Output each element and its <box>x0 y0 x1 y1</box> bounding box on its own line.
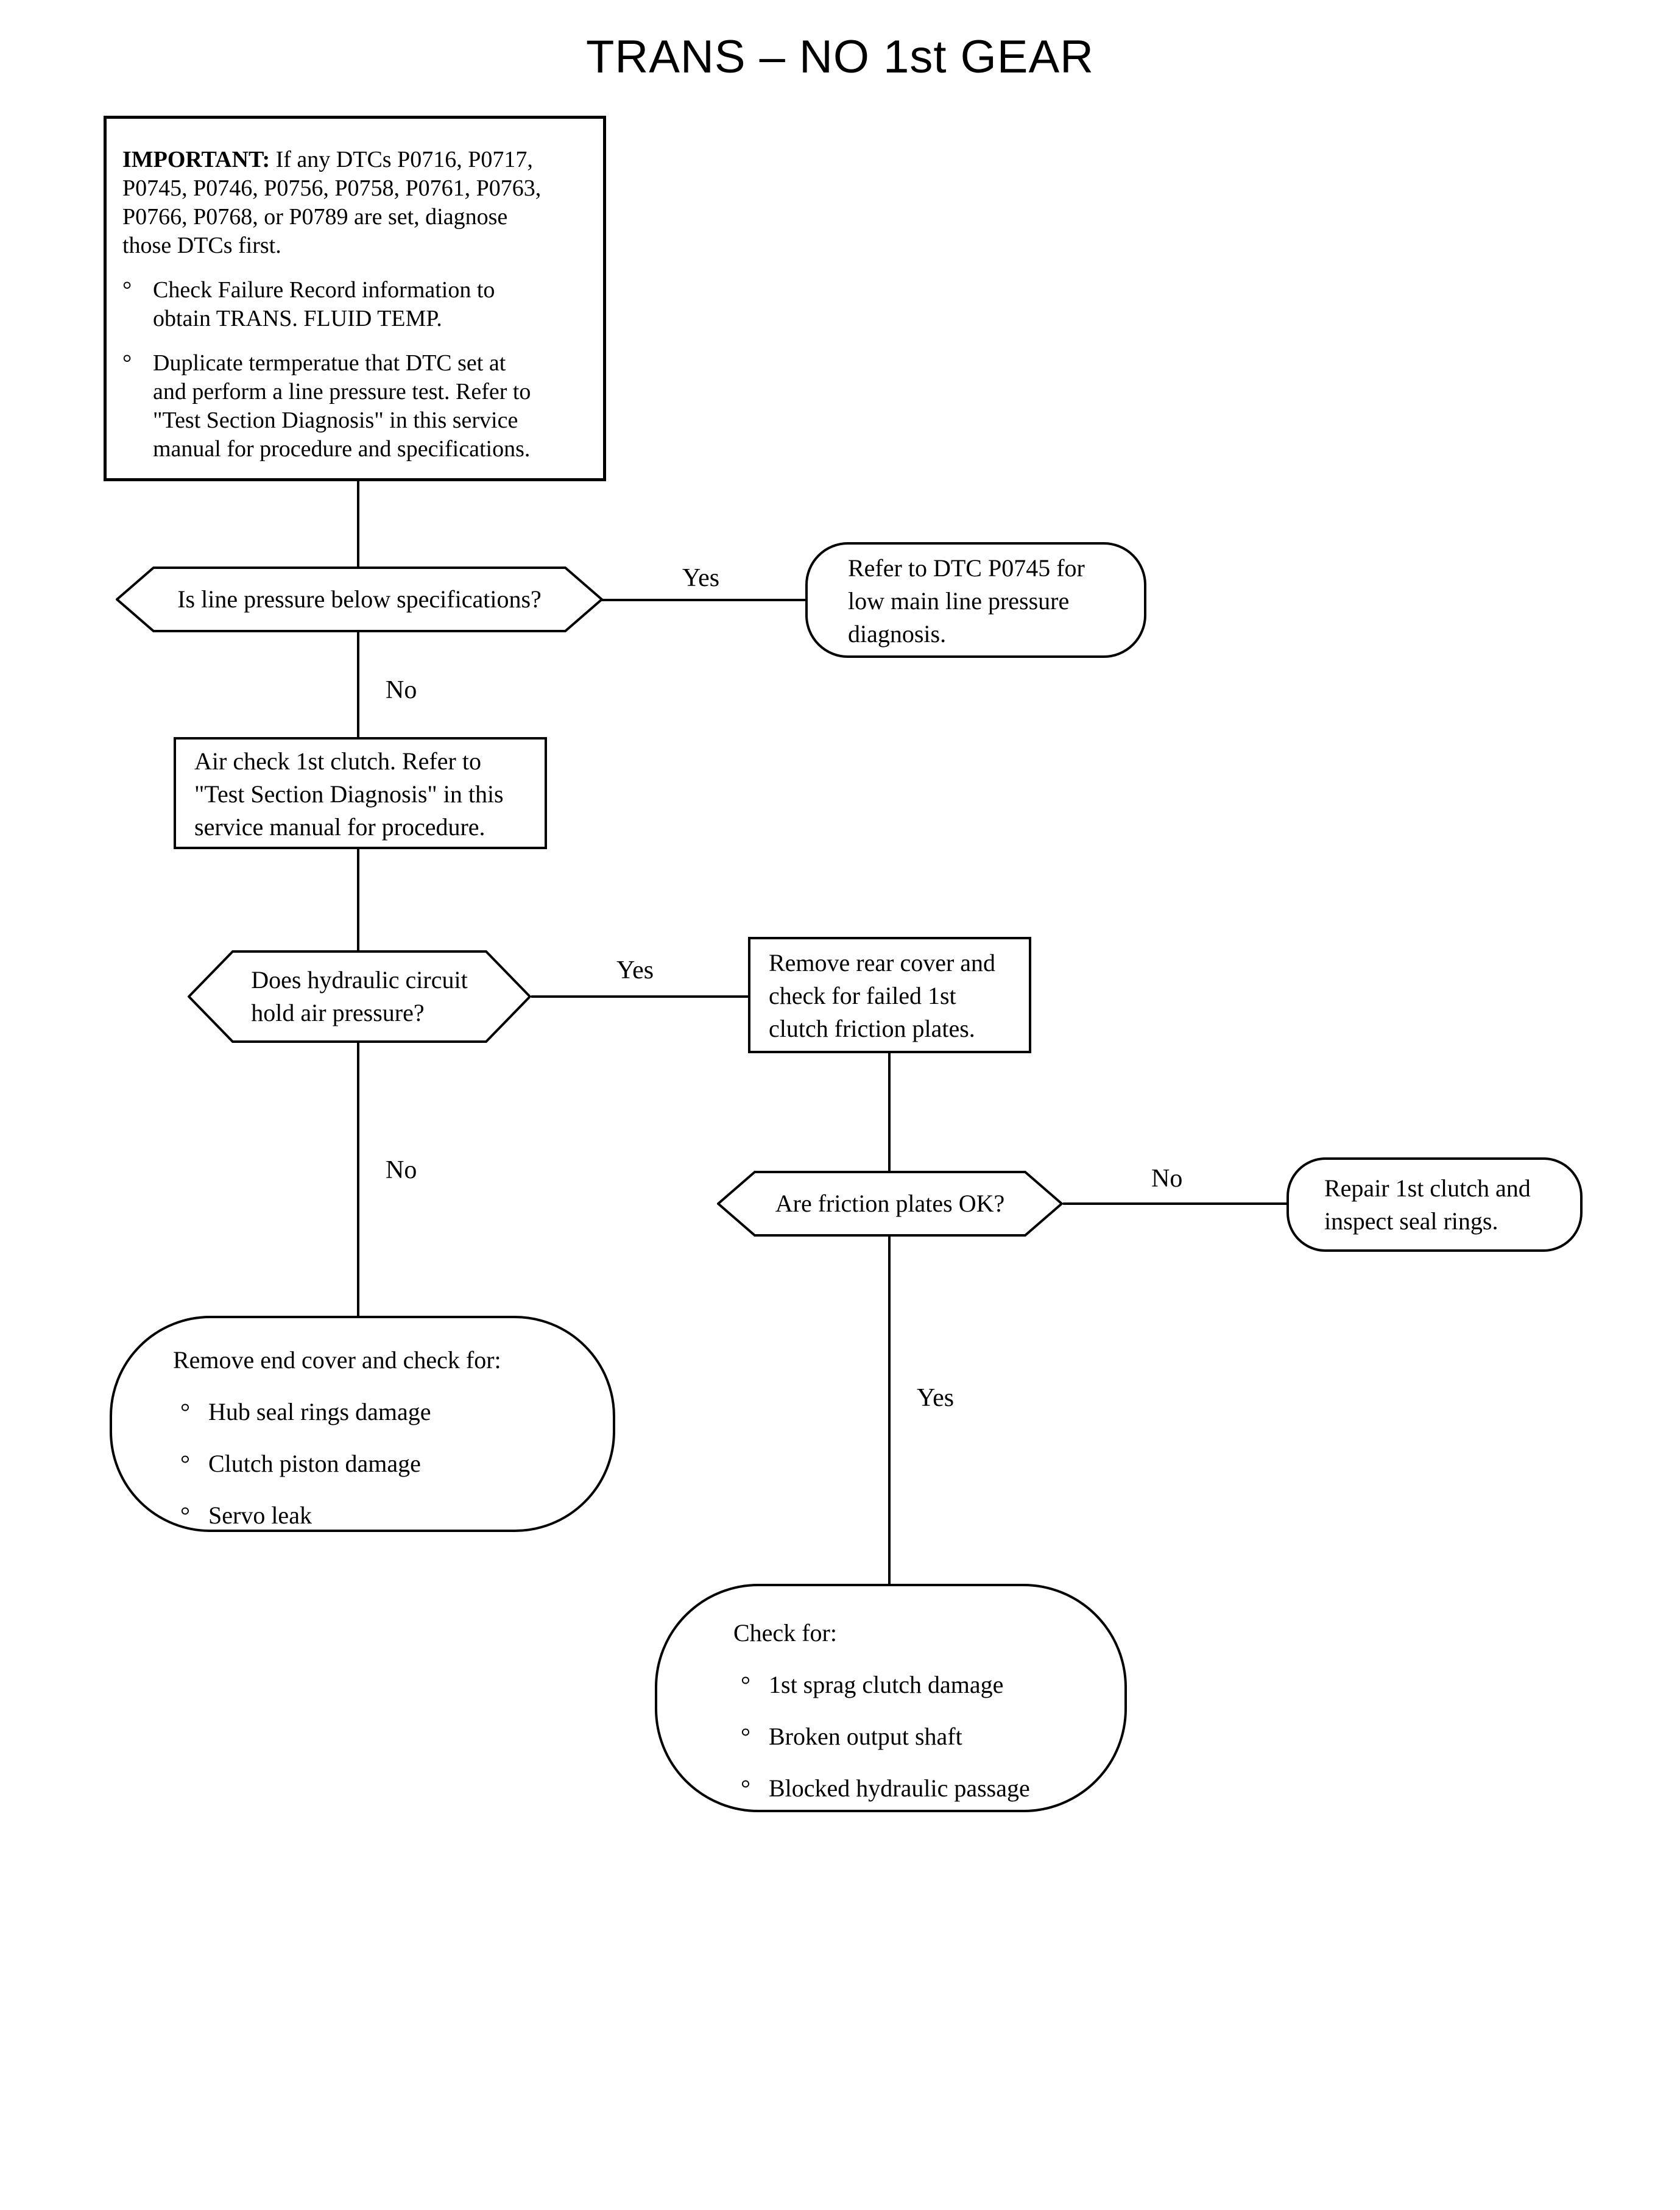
decision-line-pressure-label: Is line pressure below specifications? <box>177 585 542 613</box>
connector-line-pressure-no <box>357 632 359 737</box>
important-note-box: IMPORTANT: If any DTCs P0716, P0717, P07… <box>104 116 606 481</box>
hexagon-shape <box>188 950 531 1043</box>
remove-end-cover-bullet-text-1: Hub seal rings damage <box>208 1398 431 1425</box>
remove-end-cover-bullet-3: ° Servo leak <box>173 1498 595 1533</box>
connector-hold-air-no <box>357 1043 359 1316</box>
connector-rear-cover-to-friction-ok <box>888 1053 891 1171</box>
decision-friction-plates-ok: Are friction plates OK? <box>717 1171 1063 1237</box>
remove-end-cover-bullet-text-2: Clutch piston damage <box>208 1450 421 1477</box>
connector-line-pressure-yes <box>600 599 805 601</box>
connector-friction-ok-yes <box>888 1237 891 1584</box>
edge-label-yes-hold-air: Yes <box>616 956 654 984</box>
edge-label-yes-line-pressure: Yes <box>682 564 720 592</box>
check-for-bullet-2: ° Broken output shaft <box>733 1719 1106 1754</box>
hexagon-shape <box>116 567 603 632</box>
decision-friction-plates-ok-label: Are friction plates OK? <box>775 1190 1005 1217</box>
circle-bullet-icon: ° <box>741 1671 750 1698</box>
circle-bullet-icon: ° <box>122 277 132 303</box>
important-heading: IMPORTANT: <box>122 147 270 172</box>
remove-end-cover-bullet-2: ° Clutch piston damage <box>173 1446 595 1481</box>
remove-end-cover-bullet-text-3: Servo leak <box>208 1502 312 1529</box>
process-air-check-box: Air check 1st clutch. Refer to "Test Sec… <box>174 737 547 849</box>
remove-end-cover-bullet-1: ° Hub seal rings damage <box>173 1394 595 1429</box>
check-for-bullet-3: ° Blocked hydraulic passage <box>733 1771 1106 1806</box>
important-bullet-item-1: ° Check Failure Record information to ob… <box>122 276 598 333</box>
check-for-bullet-1: ° 1st sprag clutch damage <box>733 1667 1106 1702</box>
circle-bullet-icon: ° <box>741 1774 750 1802</box>
circle-bullet-icon: ° <box>180 1502 190 1529</box>
page-title: TRANS – NO 1st GEAR <box>585 31 1095 83</box>
remove-end-cover-heading: Remove end cover and check for: <box>173 1346 501 1374</box>
terminal-refer-dtc-p0745: Refer to DTC P0745 for low main line pre… <box>805 542 1146 658</box>
check-for-bullet-text-1: 1st sprag clutch damage <box>769 1671 1004 1698</box>
check-for-heading: Check for: <box>733 1619 837 1647</box>
connector-friction-ok-no <box>1063 1202 1286 1205</box>
terminal-repair-1st-clutch: Repair 1st clutch and inspect seal rings… <box>1286 1157 1583 1252</box>
decision-line-pressure: Is line pressure below specifications? <box>116 567 603 632</box>
connector-important-to-line-pressure <box>357 481 359 567</box>
important-bullet-text-1: Check Failure Record information to obta… <box>153 277 495 331</box>
process-remove-rear-cover-box: Remove rear cover and check for failed 1… <box>748 937 1031 1053</box>
hexagon-shape <box>717 1171 1063 1237</box>
check-for-bullet-text-2: Broken output shaft <box>769 1723 962 1750</box>
edge-label-no-hold-air: No <box>386 1156 417 1184</box>
circle-bullet-icon: ° <box>741 1723 750 1750</box>
terminal-check-for: Check for: ° 1st sprag clutch damage ° B… <box>655 1584 1127 1812</box>
decision-hold-air-pressure-label: Does hydraulic circuit hold air pressure… <box>251 966 468 1026</box>
circle-bullet-icon: ° <box>180 1398 190 1425</box>
important-paragraph: IMPORTANT: If any DTCs P0716, P0717, P07… <box>122 146 598 260</box>
important-bullet-item-2: ° Duplicate termperatue that DTC set at … <box>122 349 598 464</box>
important-bullet-text-2: Duplicate termperatue that DTC set at an… <box>153 350 531 462</box>
important-intro: If any DTCs P0716, P0717, P0745, P0746, … <box>122 147 542 258</box>
edge-label-no-line-pressure: No <box>386 676 417 704</box>
circle-bullet-icon: ° <box>180 1450 190 1477</box>
terminal-remove-end-cover: Remove end cover and check for: ° Hub se… <box>110 1316 615 1532</box>
connector-hold-air-yes <box>531 995 748 998</box>
decision-hold-air-pressure: Does hydraulic circuit hold air pressure… <box>188 950 531 1043</box>
check-for-bullet-text-3: Blocked hydraulic passage <box>769 1774 1030 1802</box>
connector-air-check-to-hold-air <box>357 849 359 950</box>
edge-label-yes-friction-ok: Yes <box>917 1384 955 1412</box>
edge-label-no-friction-ok: No <box>1151 1165 1183 1193</box>
circle-bullet-icon: ° <box>122 350 132 376</box>
